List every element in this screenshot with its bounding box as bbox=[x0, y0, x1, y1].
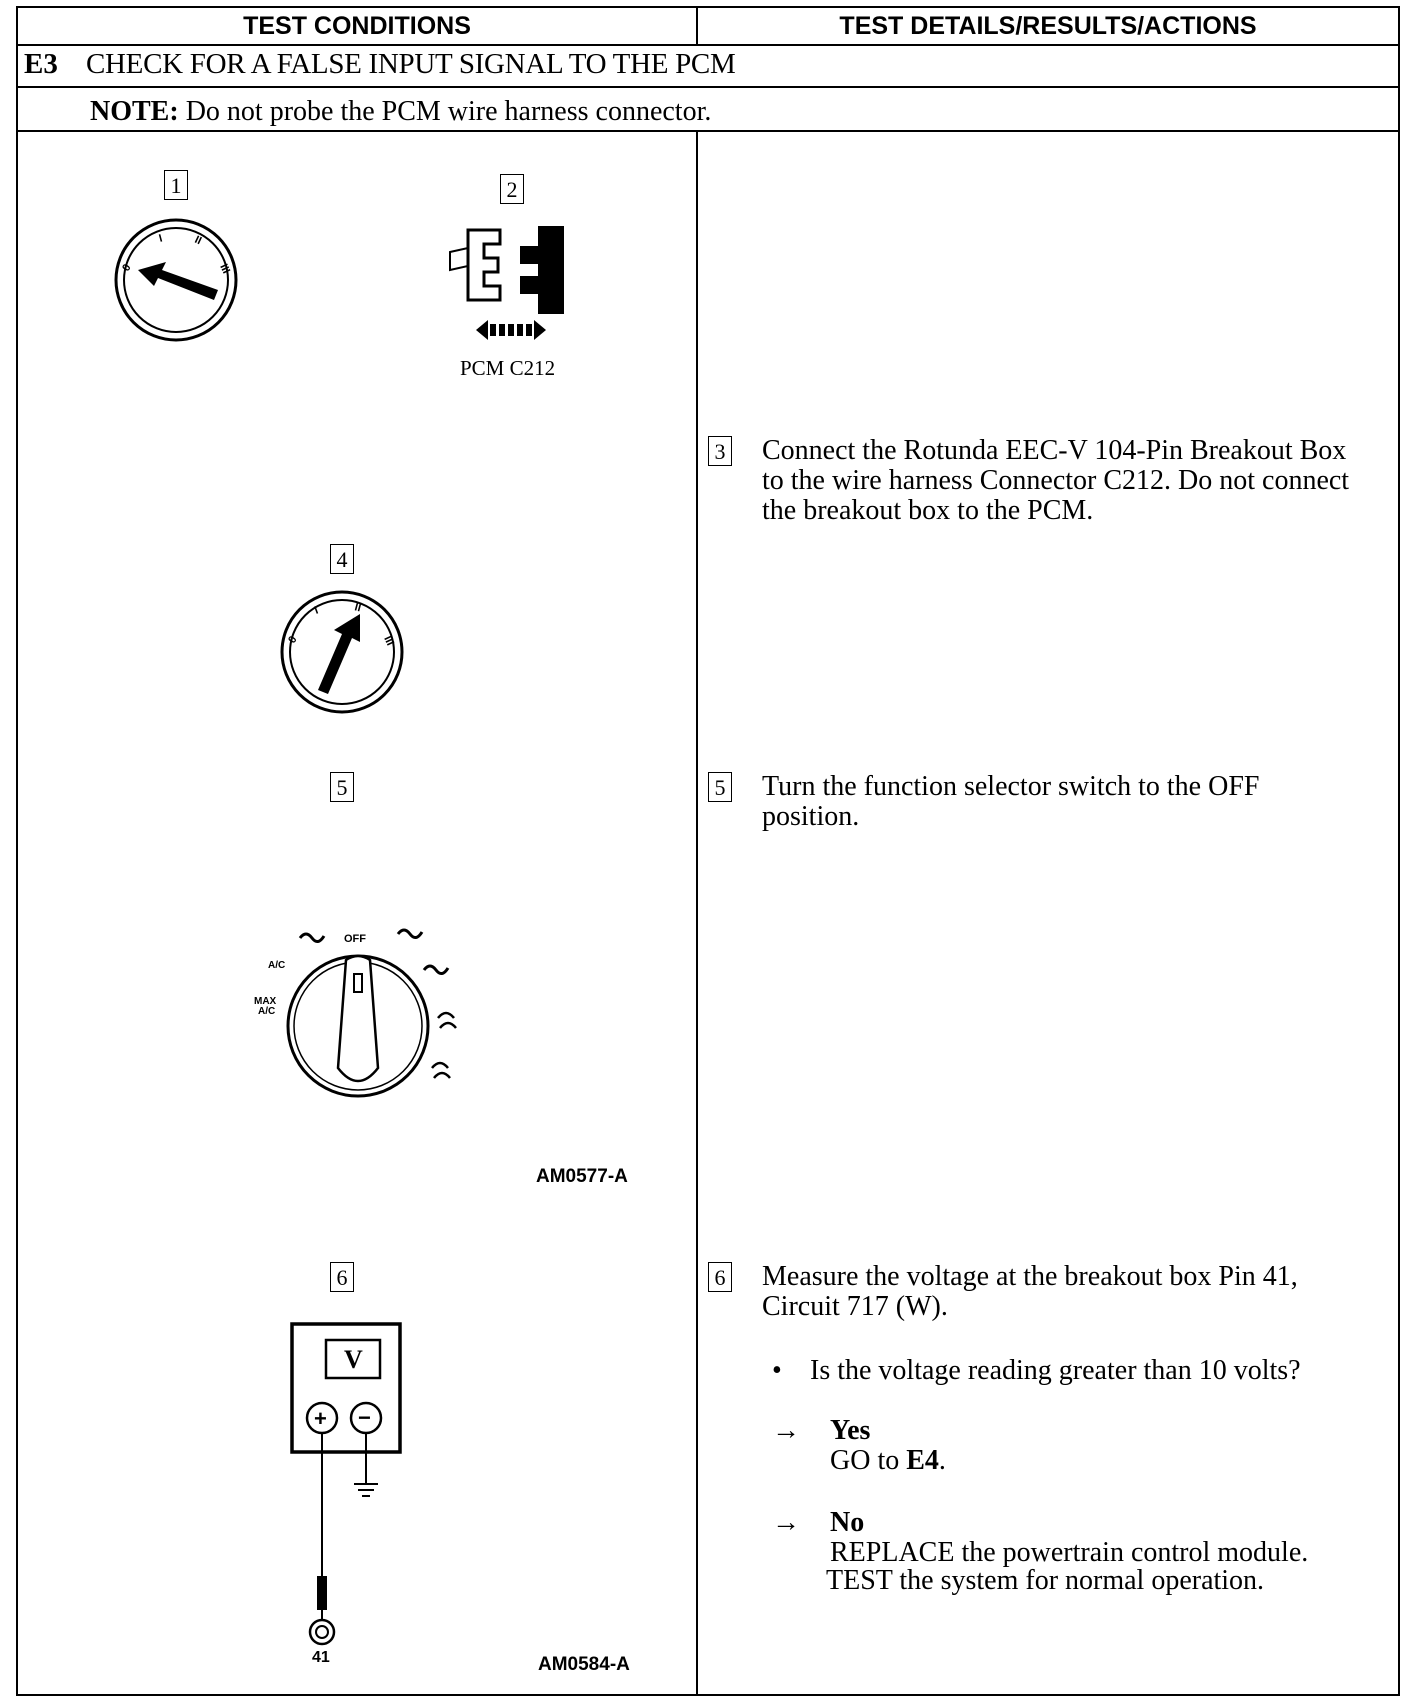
step-5-text: Turn the function selector switch to the… bbox=[762, 771, 1260, 832]
table-frame: TEST CONDITIONS TEST DETAILS/RESULTS/ACT… bbox=[16, 6, 1400, 1696]
ignition-mark-0: 0 bbox=[286, 634, 299, 645]
test-code: E3 bbox=[24, 48, 58, 80]
yes-action: GO to E4. bbox=[830, 1445, 946, 1476]
figure-id-2: AM0584-A bbox=[538, 1654, 630, 1675]
question-text: Is the voltage reading greater than 10 v… bbox=[810, 1355, 1301, 1386]
step-box-4: 4 bbox=[330, 544, 354, 574]
no-label: No bbox=[830, 1507, 865, 1538]
rule-under-note bbox=[18, 130, 1398, 132]
rule-under-title bbox=[18, 86, 1398, 88]
step-box-6-right: 6 bbox=[708, 1262, 732, 1292]
no-action-2: TEST the system for normal operation. bbox=[826, 1565, 1265, 1596]
connector-caption: PCM C212 bbox=[460, 356, 556, 380]
question-bullet: • bbox=[772, 1355, 782, 1386]
ignition-mark-0: 0 bbox=[120, 262, 133, 273]
ignition-mark-1: I bbox=[313, 604, 320, 616]
function-selector-knob-icon: OFF A/C MAX A/C bbox=[254, 928, 457, 1098]
meter-plus: + bbox=[314, 1406, 327, 1431]
step-box-1: 1 bbox=[164, 170, 188, 200]
ignition-mark-2: II bbox=[193, 234, 204, 247]
no-action-1: REPLACE the powertrain control module. bbox=[830, 1537, 1309, 1568]
meter-minus: − bbox=[358, 1405, 371, 1430]
yes-arrow: → bbox=[772, 1415, 800, 1446]
note-label: NOTE: bbox=[90, 96, 179, 127]
voltmeter-icon: V + − 41 bbox=[290, 1322, 402, 1666]
yes-action-ref: E4 bbox=[906, 1445, 939, 1476]
column-divider bbox=[696, 132, 698, 1694]
note-text: Do not probe the PCM wire harness connec… bbox=[178, 96, 712, 127]
header-divider bbox=[696, 8, 698, 44]
connector-disconnect-icon bbox=[449, 226, 564, 340]
step-box-3: 3 bbox=[708, 436, 732, 466]
meter-unit: V bbox=[344, 1345, 363, 1374]
svg-text:A/C: A/C bbox=[258, 1006, 275, 1017]
step-box-2: 2 bbox=[500, 174, 524, 204]
yes-label: Yes bbox=[830, 1415, 871, 1446]
ignition-switch-run-icon: 0 I II III bbox=[280, 590, 404, 714]
step-box-6-left: 6 bbox=[330, 1262, 354, 1292]
selector-off-label: OFF bbox=[344, 933, 366, 945]
test-title: CHECK FOR A FALSE INPUT SIGNAL TO THE PC… bbox=[86, 48, 736, 80]
header-test-details: TEST DETAILS/RESULTS/ACTIONS bbox=[839, 12, 1257, 40]
rule-under-header bbox=[18, 44, 1398, 46]
meter-pin-label: 41 bbox=[312, 1649, 330, 1666]
header-test-conditions: TEST CONDITIONS bbox=[243, 12, 471, 40]
figure-id-1: AM0577-A bbox=[536, 1166, 628, 1187]
no-arrow: → bbox=[772, 1507, 800, 1538]
ignition-mark-2: II bbox=[353, 601, 362, 614]
note: NOTE: Do not probe the PCM wire harness … bbox=[90, 96, 711, 128]
step-6-text: Measure the voltage at the breakout box … bbox=[762, 1261, 1298, 1322]
selector-max-ac-label: MAX bbox=[254, 996, 277, 1007]
selector-ac-label: A/C bbox=[268, 960, 285, 971]
step-3-text: Connect the Rotunda EEC-V 104-Pin Breako… bbox=[762, 435, 1350, 526]
step-box-5-right: 5 bbox=[708, 772, 732, 802]
ignition-mark-3: III bbox=[217, 262, 232, 275]
ignition-mark-1: I bbox=[158, 233, 164, 245]
ignition-switch-off-icon: 0 I II III bbox=[114, 218, 238, 342]
step-box-5-left: 5 bbox=[330, 772, 354, 802]
